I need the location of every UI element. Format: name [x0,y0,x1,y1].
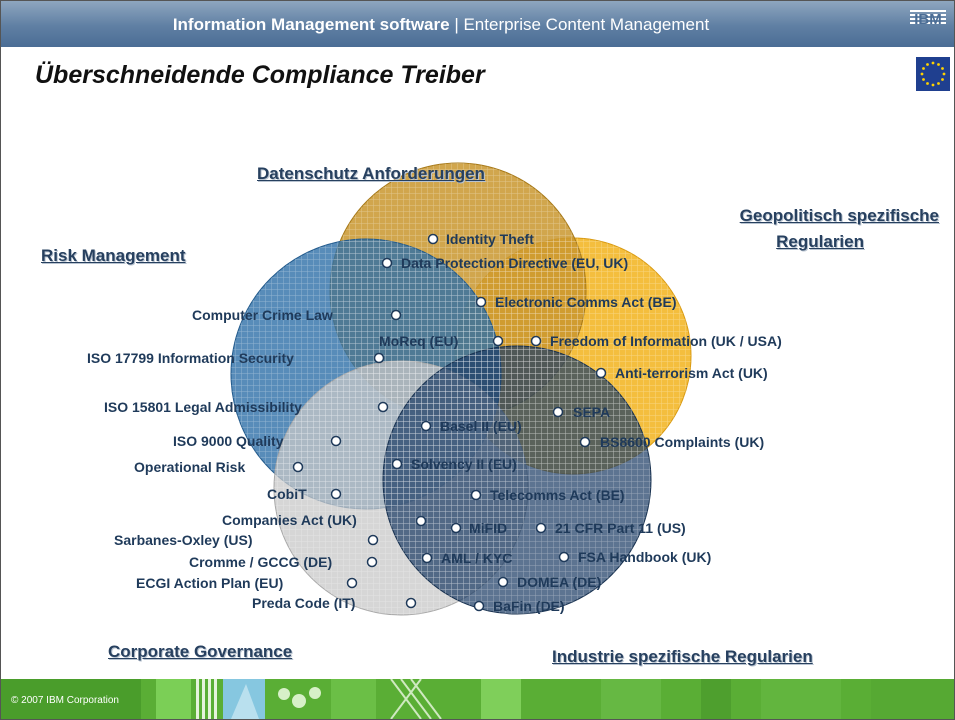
item-preda: Preda Code (IT) [252,595,356,611]
bullet-moreq [492,335,504,347]
item-cobit: CobiT [267,486,307,502]
item-solvency: Solvency II (EU) [411,456,517,472]
item-cromme: Cromme / GCCG (DE) [189,554,333,570]
bullet-iso17799 [373,352,385,364]
header-separator: | [449,15,464,34]
bullet-operational-risk [292,461,304,473]
item-ecgi: ECGI Action Plan (EU) [136,575,284,591]
item-sox: Sarbanes-Oxley (US) [114,532,253,548]
bullet-domea [497,576,509,588]
bullet-fsa [558,551,570,563]
bullet-companies-act [415,515,427,527]
bullet-ecgi [346,577,358,589]
bullet-sepa [552,406,564,418]
ibm-logo-text: IBM [914,11,942,27]
bullet-preda [405,597,417,609]
header-title: Information Management software | Enterp… [1,15,881,35]
bullet-bs8600 [579,436,591,448]
item-telecomms: Telecomms Act (BE) [490,487,625,503]
item-sepa: SEPA [573,404,611,420]
item-bafin: BaFin (DE) [493,598,565,614]
bullet-iso9000 [330,435,342,447]
bullet-data-protection [381,257,393,269]
bullet-electronic-comms [475,296,487,308]
item-computer-crime: Computer Crime Law [192,307,333,323]
item-fsa: FSA Handbook (UK) [578,549,712,565]
item-iso15801: ISO 15801 Legal Admissibility [104,399,302,415]
bullet-basel [420,420,432,432]
item-iso17799: ISO 17799 Information Security [87,350,294,366]
bullet-sox [367,534,379,546]
bullet-aml [421,552,433,564]
item-basel: Basel II (EU) [440,418,522,434]
footer-decoration [1,679,954,719]
bullet-telecomms [470,489,482,501]
heading-corporate-governance: Corporate Governance [108,642,293,661]
bullet-mifid [450,522,462,534]
eu-stars-icon [916,57,950,91]
item-electronic-comms: Electronic Comms Act (BE) [495,294,677,310]
item-iso9000: ISO 9000 Quality [173,433,284,449]
item-identity-theft: Identity Theft [446,231,534,247]
heading-datenschutz: Datenschutz Anforderungen [257,164,485,183]
bullet-iso15801 [377,401,389,413]
bullet-cfr [535,522,547,534]
bullet-freedom-info [530,335,542,347]
item-freedom-info: Freedom of Information (UK / USA) [550,333,782,349]
heading-geopolitisch-line2: Regularien [776,232,864,251]
item-cfr: 21 CFR Part 11 (US) [555,520,686,536]
bullet-cromme [366,556,378,568]
header-product: Information Management software [172,15,450,34]
bullet-solvency [391,458,403,470]
bullet-cobit [330,488,342,500]
item-anti-terror: Anti-terrorism Act (UK) [615,365,768,381]
item-companies-act: Companies Act (UK) [222,512,357,528]
copyright-text: © 2007 IBM Corporation [11,695,119,706]
header-bar: Information Management software | Enterp… [1,1,954,47]
item-domea: DOMEA (DE) [517,574,602,590]
item-mifid: MiFID [469,520,508,536]
ibm-logo-icon: IBM [910,10,946,27]
item-data-protection: Data Protection Directive (EU, UK) [401,255,629,271]
bullet-anti-terror [595,367,607,379]
item-bs8600: BS8600 Complaints (UK) [600,434,765,450]
item-moreq: MoReq (EU) [379,333,459,349]
header-subtitle: Enterprise Content Management [463,15,710,34]
heading-risk-management: Risk Management [41,246,186,265]
bullet-identity-theft [427,233,439,245]
item-operational-risk: Operational Risk [134,459,246,475]
page-title: Überschneidende Compliance Treiber [35,61,485,89]
heading-geopolitisch-line1: Geopolitisch spezifische [739,206,939,225]
heading-industrie: Industrie spezifische Regularien [552,647,813,666]
bullet-bafin [473,600,485,612]
bullet-computer-crime [390,309,402,321]
item-aml: AML / KYC [441,550,513,566]
